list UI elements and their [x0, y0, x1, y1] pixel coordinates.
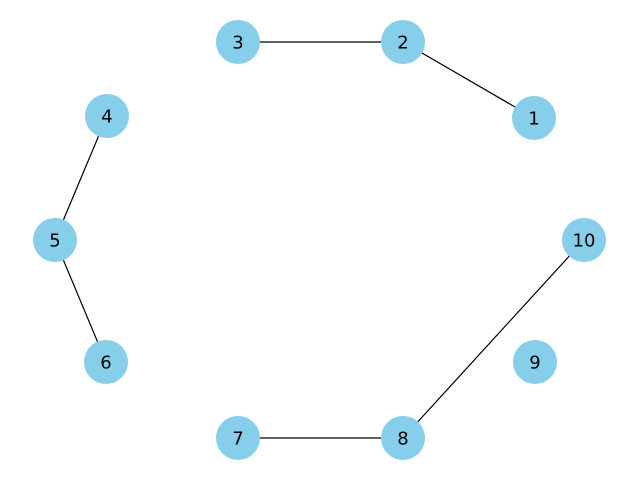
- graph-edge-8-10: [402, 239, 585, 439]
- graph-node-4: 4: [85, 94, 129, 138]
- node-label-5: 5: [49, 231, 60, 252]
- graph-edge-5-6: [54, 239, 107, 363]
- node-circle-4: [85, 94, 129, 138]
- node-label-8: 8: [397, 429, 408, 450]
- node-circle-2: [381, 20, 425, 64]
- graph-edge-4-5: [54, 115, 108, 241]
- node-circle-1: [512, 96, 556, 140]
- graph-node-9: 9: [513, 340, 557, 384]
- graph-node-3: 3: [216, 20, 260, 64]
- node-label-1: 1: [528, 109, 539, 130]
- node-circle-8: [381, 416, 425, 460]
- node-label-2: 2: [397, 33, 408, 54]
- graph-node-6: 6: [84, 340, 128, 384]
- node-circle-3: [216, 20, 260, 64]
- node-label-7: 7: [232, 429, 243, 450]
- graph-node-7: 7: [216, 416, 260, 460]
- node-label-10: 10: [573, 231, 596, 252]
- node-circle-6: [84, 340, 128, 384]
- graph-node-8: 8: [381, 416, 425, 460]
- node-circle-10: [562, 218, 606, 262]
- node-circle-9: [513, 340, 557, 384]
- node-label-4: 4: [101, 107, 112, 128]
- node-label-6: 6: [100, 353, 111, 374]
- nodes-layer: 1 2 3 4 5 6 7 8 9 10: [33, 20, 606, 460]
- graph-edge-1-2: [402, 41, 535, 119]
- edges-layer: [54, 41, 585, 439]
- node-circle-7: [216, 416, 260, 460]
- node-label-9: 9: [529, 353, 540, 374]
- node-circle-5: [33, 218, 77, 262]
- node-label-3: 3: [232, 33, 243, 54]
- graph-node-10: 10: [562, 218, 606, 262]
- graph-node-2: 2: [381, 20, 425, 64]
- graph-node-1: 1: [512, 96, 556, 140]
- graph-node-5: 5: [33, 218, 77, 262]
